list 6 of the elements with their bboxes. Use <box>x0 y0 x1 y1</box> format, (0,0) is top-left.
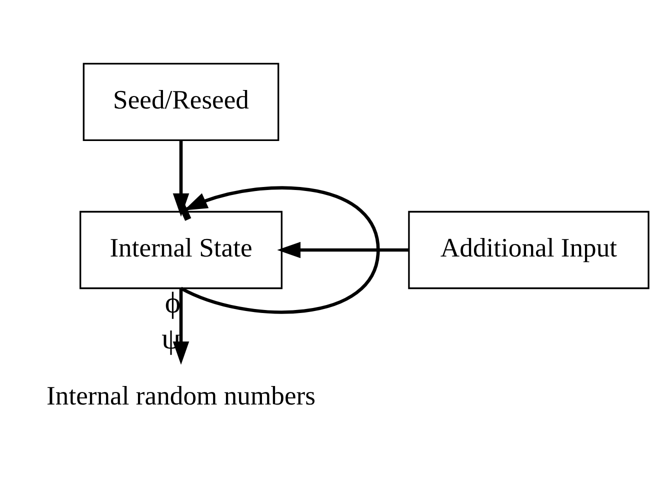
node-box: Internal State <box>80 210 282 290</box>
node-box: Seed/Reseed <box>82 62 280 142</box>
arrow <box>172 288 190 365</box>
arrow <box>277 242 409 258</box>
node-box: Additional Input <box>408 210 650 290</box>
node-text: Internal random numbers <box>46 380 316 410</box>
